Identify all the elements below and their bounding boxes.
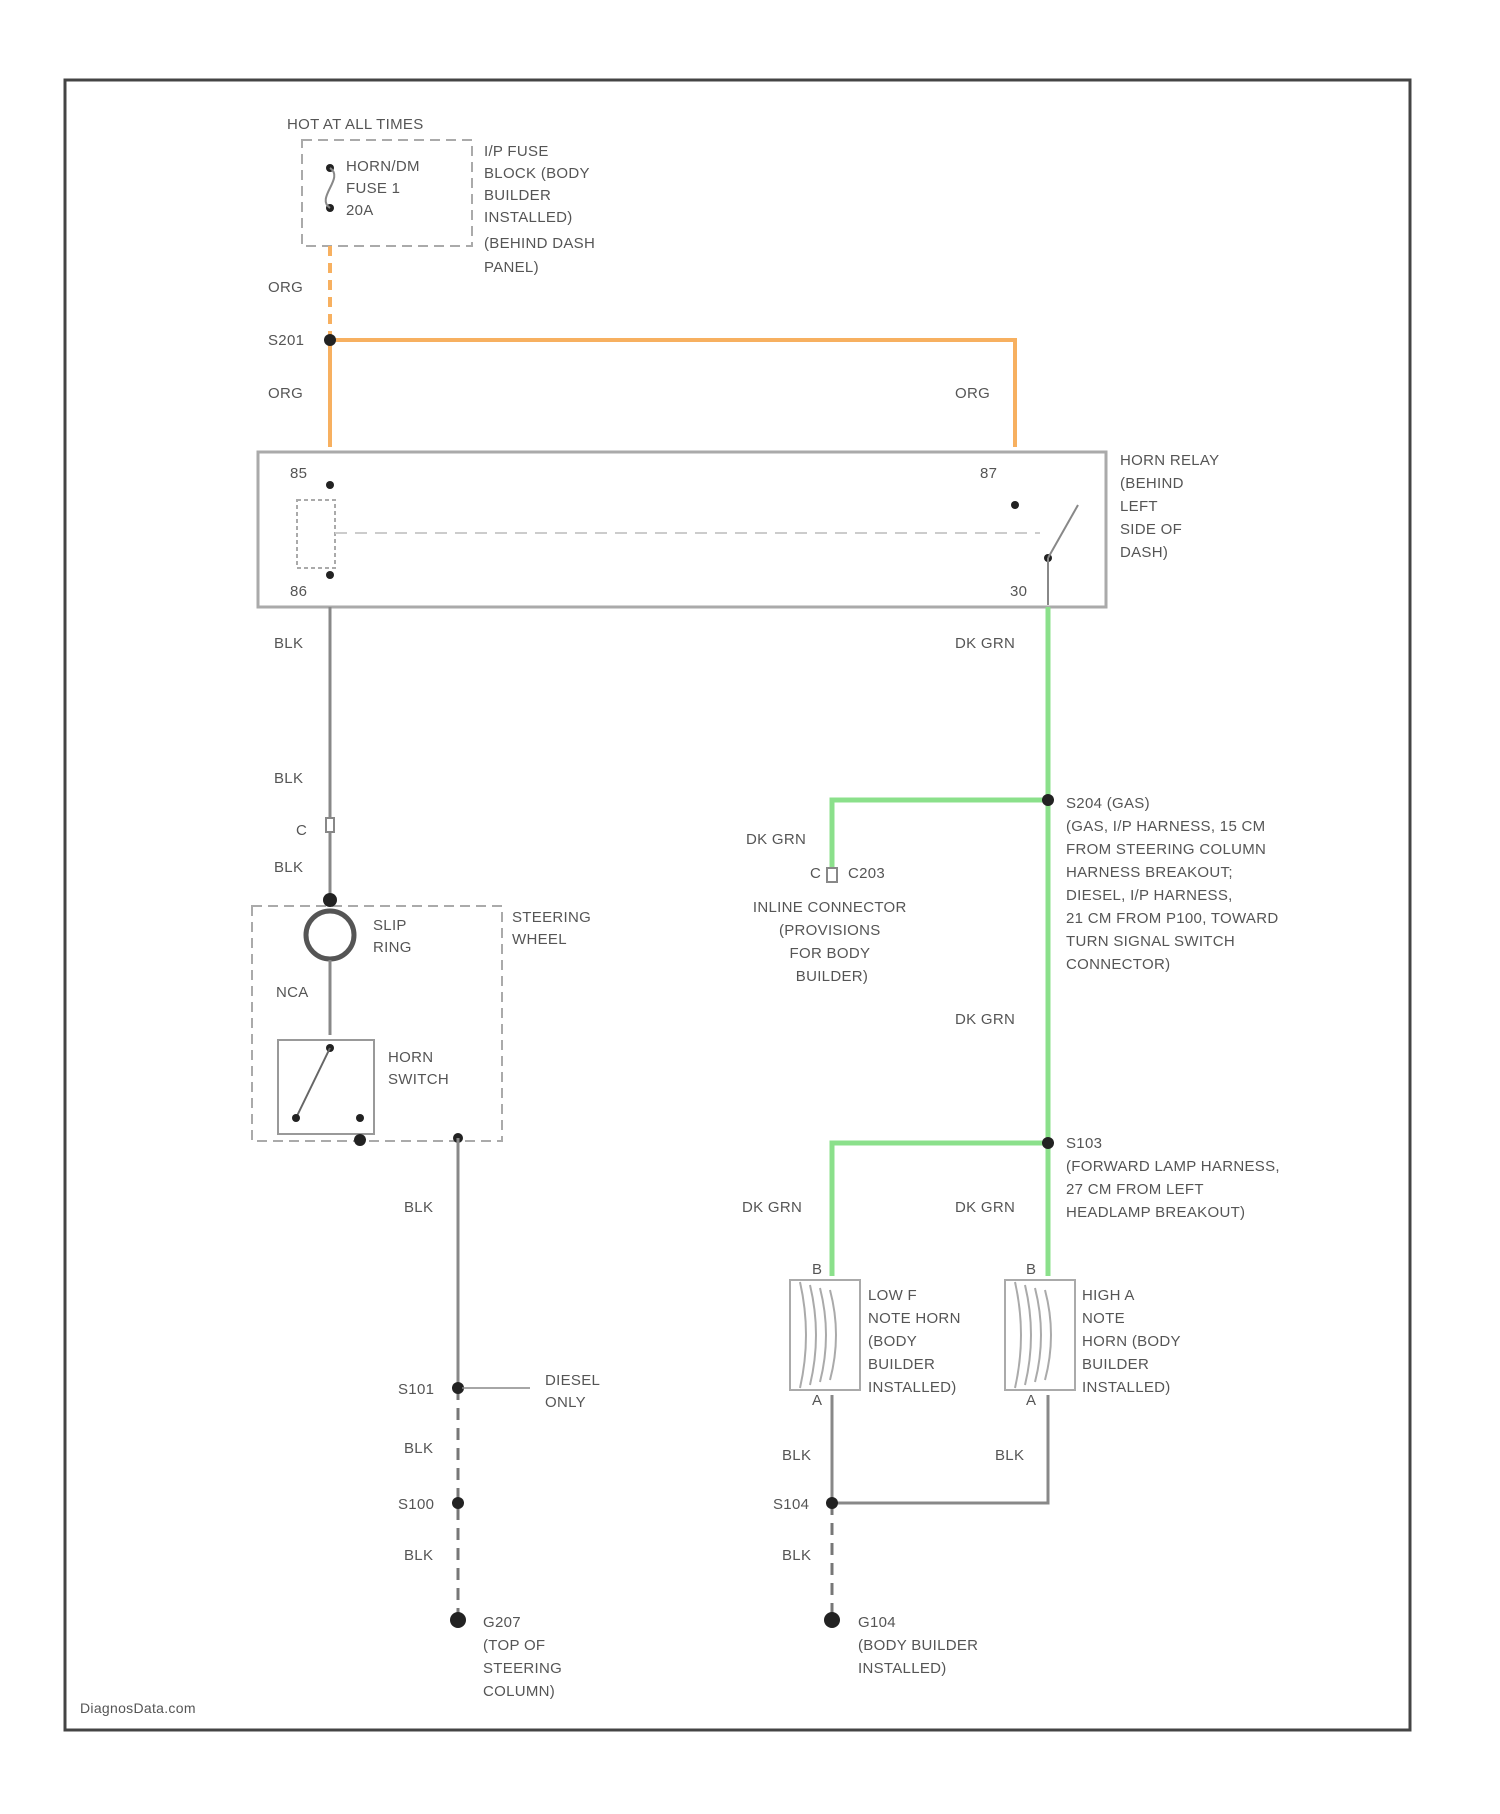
blk-high-horn-label: BLK: [995, 1447, 1024, 1464]
dk-grn-mid-label: DK GRN: [955, 1011, 1015, 1028]
relay-pin86: 86: [290, 583, 307, 600]
dk-grn-high-horn-label: DK GRN: [955, 1199, 1015, 1216]
relay-pin85: 85: [290, 465, 307, 482]
diagram-frame: [65, 80, 1410, 1730]
fuse-name: HORN/DM FUSE 1 20A: [346, 158, 424, 219]
slip-ring-top-dot: [323, 893, 337, 907]
relay-pin87: 87: [980, 465, 997, 482]
horn-switch-bottom-dot: [354, 1134, 366, 1146]
org-top-label: ORG: [268, 279, 303, 296]
connector-c-symbol: [326, 818, 334, 832]
horn-switch-contact-2: [356, 1114, 364, 1122]
dk-grn-c203-wire: [832, 800, 1048, 870]
blk-g100-label: BLK: [404, 1547, 433, 1564]
c203-pin-label: C: [810, 865, 821, 882]
horn-switch-arm: [296, 1048, 330, 1118]
high-horn-label: HIGH A NOTE HORN (BODY BUILDER INSTALLED…: [1082, 1287, 1185, 1396]
blk-ground-label: BLK: [404, 1199, 433, 1216]
org-wire-right: [330, 340, 1015, 447]
diesel-only-label: DIESEL ONLY: [545, 1372, 604, 1411]
nca-label: NCA: [276, 984, 309, 1001]
blk-g101-label: BLK: [404, 1440, 433, 1457]
relay-coil: [297, 500, 335, 568]
relay-pin30: 30: [1010, 583, 1027, 600]
slip-ring-label: SLIP RING: [373, 917, 412, 956]
footer-watermark: DiagnosData.com: [80, 1700, 196, 1716]
horn-switch-label: HORN SWITCH: [388, 1049, 449, 1088]
power-label: HOT AT ALL TIMES: [287, 116, 424, 133]
low-horn-label: LOW F NOTE HORN (BODY BUILDER INSTALLED): [868, 1287, 965, 1396]
splice-s204-dot: [1042, 794, 1054, 806]
org-left-label: ORG: [268, 385, 303, 402]
low-horn-pin-a: A: [812, 1392, 822, 1409]
splice-s101-label: S101: [398, 1381, 434, 1398]
fuse-block-label: I/P FUSE BLOCK (BODY BUILDER INSTALLED) …: [484, 143, 600, 276]
ground-g104-label: G104 (BODY BUILDER INSTALLED): [858, 1614, 983, 1677]
splice-s104-dot: [826, 1497, 838, 1509]
dk-grn-low-horn-label: DK GRN: [742, 1199, 802, 1216]
ground-g207-label: G207 (TOP OF STEERING COLUMN): [483, 1614, 567, 1700]
low-note-horn-icon: [790, 1280, 860, 1390]
relay-switch-arm: [1048, 505, 1078, 558]
steering-wheel-label: STEERING WHEEL: [512, 909, 596, 948]
low-horn-pin-b: B: [812, 1261, 822, 1278]
dk-grn-c203-label: DK GRN: [746, 831, 806, 848]
horn-relay-box: [258, 452, 1106, 607]
splice-s104-label: S104: [773, 1496, 809, 1513]
fuse-symbol: [326, 168, 335, 208]
c203-name-label: C203: [848, 865, 885, 882]
blk-g104-label: BLK: [782, 1547, 811, 1564]
relay-pin86-dot: [326, 571, 334, 579]
splice-s201-dot: [324, 334, 336, 346]
relay-pin87-dot: [1011, 501, 1019, 509]
blk-to-slip-label: BLK: [274, 859, 303, 876]
horn-relay-label: HORN RELAY (BEHIND LEFT SIDE OF DASH): [1120, 452, 1224, 561]
splice-s103-dot: [1042, 1137, 1054, 1149]
high-horn-pin-b: B: [1026, 1261, 1036, 1278]
dk-grn-relay-label: DK GRN: [955, 635, 1015, 652]
blk-mid-label: BLK: [274, 770, 303, 787]
splice-s204-label: S204 (GAS) (GAS, I/P HARNESS, 15 CM FROM…: [1066, 795, 1283, 973]
relay-pin85-dot: [326, 481, 334, 489]
high-note-horn-icon: [1005, 1280, 1075, 1390]
splice-s103-label: S103 (FORWARD LAMP HARNESS, 27 CM FROM L…: [1066, 1135, 1284, 1221]
splice-s100-dot: [452, 1497, 464, 1509]
blk-relay-out-label: BLK: [274, 635, 303, 652]
splice-s100-label: S100: [398, 1496, 434, 1513]
blk-low-horn-label: BLK: [782, 1447, 811, 1464]
slip-ring-icon: [306, 911, 354, 959]
splice-s201-label: S201: [268, 332, 304, 349]
high-horn-pin-a: A: [1026, 1392, 1036, 1409]
horn-switch-contact: [292, 1114, 300, 1122]
dk-grn-low-horn-wire: [832, 1143, 1048, 1276]
org-right-label: ORG: [955, 385, 990, 402]
ground-g104-icon: [824, 1612, 840, 1628]
ground-g207-icon: [450, 1612, 466, 1628]
inline-connector-label: INLINE CONNECTOR (PROVISIONS FOR BODY BU…: [753, 899, 911, 985]
c203-connector-symbol: [827, 868, 837, 882]
connector-c-label: C: [296, 822, 307, 839]
